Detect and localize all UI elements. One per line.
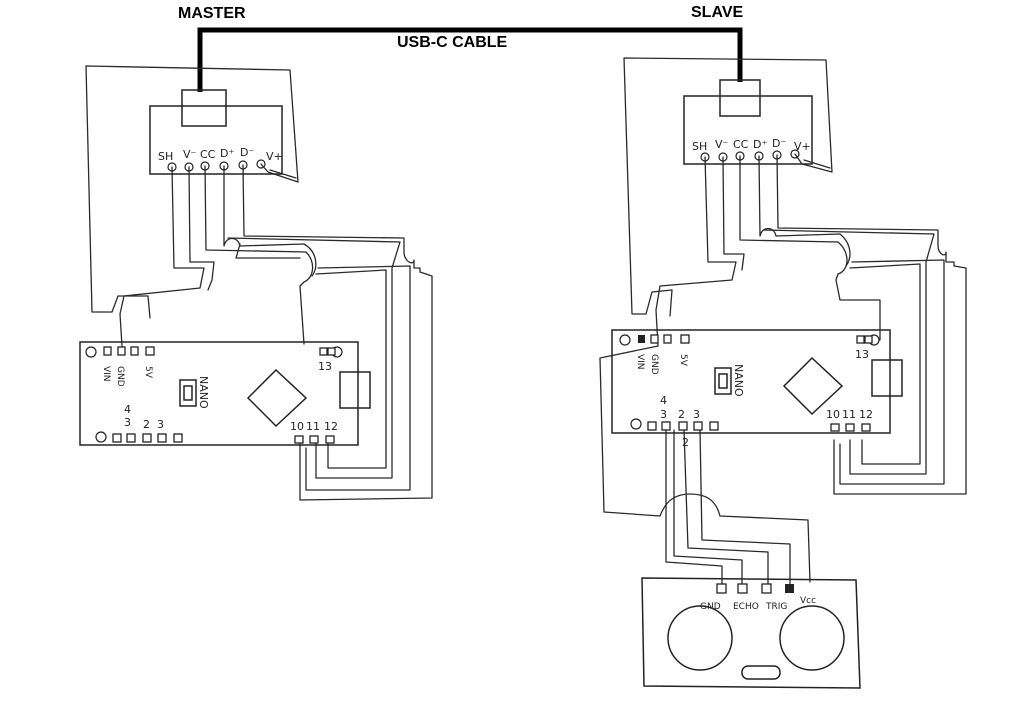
slave-usb-pin-vplus: V+ <box>794 140 811 153</box>
master-usb-breakout <box>149 105 283 175</box>
master-usb-pin-cc: CC <box>200 148 216 161</box>
sensor-board <box>641 577 861 689</box>
slave-ultrasonic-sensor: GND ECHO TRIG Vcc <box>641 577 861 689</box>
slave-wire-pin2 <box>683 429 769 587</box>
master-nano-pin-4: 4 <box>124 403 131 416</box>
master-usb-pin-labels: SH V⁻ CC D⁺ D⁻ V+ <box>158 146 283 163</box>
master-nano-pin-3a: 3 <box>124 416 131 429</box>
slave-usb-pin-vminus: V⁻ <box>715 138 729 151</box>
master-usb-pin-vminus: V⁻ <box>183 148 197 161</box>
slave-nano-pin-12: 12 <box>859 408 873 421</box>
slave-wire-cc <box>739 155 881 341</box>
master-nano-pin-11: 11 <box>306 420 320 433</box>
slave-wire-pin3 <box>665 429 723 587</box>
slave-nano-board <box>611 329 891 434</box>
slave-nano-crystal <box>714 367 732 395</box>
slave-nano-pin-4: 4 <box>660 394 667 407</box>
slave-usb-breakout <box>683 95 813 165</box>
master-nano-chip <box>246 368 308 428</box>
slave-nano-pin-3b: 3 <box>693 408 700 421</box>
slave-usb-pin-dplus: D⁺ <box>753 138 767 151</box>
slave-nano-pin-10: 10 <box>826 408 840 421</box>
master-nano-pin-3b: 3 <box>157 418 164 431</box>
master-nano-pin-12: 12 <box>324 420 338 433</box>
master-wire-vplus-loop <box>85 65 299 319</box>
slave-usb-pin-sh: SH <box>692 140 707 153</box>
slave-nano-pin-13: 13 <box>855 348 869 361</box>
sensor-pin-trig: TRIG <box>765 602 787 612</box>
master-nano-pin-gnd: GND <box>115 366 125 387</box>
slave-usb-pin-labels: SH V⁻ CC D⁺ D⁻ V+ <box>692 137 811 153</box>
slave-nano-pin-11: 11 <box>842 408 856 421</box>
master-usb-connector <box>181 89 227 127</box>
slave-nano-pin-2-extra: 2 <box>682 436 689 449</box>
sensor-transducer-left <box>667 605 733 671</box>
master-usb-pin-sh: SH <box>158 150 173 163</box>
slave-usb-pin-dminus: D⁻ <box>772 137 786 150</box>
slave-circuit: SH V⁻ CC D⁺ D⁻ V+ <box>599 57 967 689</box>
master-arduino-nano: VIN GND 5V 13 NANO 4 3 2 3 10 11 12 <box>79 341 371 446</box>
master-nano-usb-port <box>339 371 371 409</box>
slave-wire-vminus <box>722 156 745 271</box>
slave-usb-connector <box>719 79 761 117</box>
slave-usb-pin-holes <box>700 149 800 162</box>
slave-nano-usb-port <box>871 359 903 397</box>
slave-usb-pin-cc: CC <box>733 138 749 151</box>
master-wire-vminus <box>188 166 215 291</box>
slave-label: SLAVE <box>691 4 743 21</box>
master-usb-pin-dminus: D⁻ <box>240 146 254 159</box>
master-wire-dplus <box>223 165 317 277</box>
sensor-pin-vcc: Vcc <box>800 596 816 606</box>
master-usb-pin-holes <box>167 159 266 172</box>
sensor-crystal <box>741 665 781 680</box>
master-nano-pin-vin: VIN <box>101 366 111 382</box>
slave-wire-dplus <box>758 155 851 267</box>
master-nano-label: NANO <box>197 376 210 409</box>
usb-c-cable <box>197 27 743 92</box>
master-nano-pin-5v: 5V <box>143 366 153 379</box>
slave-nano-pin-5v: 5V <box>678 354 688 367</box>
master-wire-cc <box>204 165 314 345</box>
slave-nano-pin-2: 2 <box>678 408 685 421</box>
master-wire-sh <box>119 166 205 347</box>
sensor-transducer-right <box>779 605 845 671</box>
master-nano-crystal <box>179 379 197 407</box>
slave-nano-pin-vin: VIN <box>635 354 645 370</box>
slave-arduino-nano: VIN GND 5V 13 NANO 4 3 2 3 2 10 11 12 <box>611 329 903 449</box>
master-nano-pin-2: 2 <box>143 418 150 431</box>
cable-label: USB-C CABLE <box>397 34 508 51</box>
slave-wire-sh <box>655 156 737 347</box>
sensor-pin-echo: ECHO <box>733 602 759 612</box>
master-usb-pin-vplus: V+ <box>266 150 283 163</box>
slave-nano-chip <box>782 356 844 416</box>
slave-wire-dminus <box>776 154 967 495</box>
master-nano-pin-10: 10 <box>290 420 304 433</box>
master-nano-board <box>79 341 359 446</box>
master-label: MASTER <box>178 5 246 22</box>
master-wire-dminus <box>242 164 433 501</box>
slave-nano-label: NANO <box>732 364 745 397</box>
master-usb-pin-dplus: D⁺ <box>220 147 234 160</box>
slave-wire-gnd-to-sensor <box>599 345 811 583</box>
master-circuit: SH V⁻ CC D⁺ D⁻ V+ <box>79 65 433 501</box>
slave-wire-vplus-loop <box>623 57 833 317</box>
slave-nano-pin-3a: 3 <box>660 408 667 421</box>
slave-nano-pin-gnd: GND <box>649 354 659 375</box>
master-nano-pin-13: 13 <box>318 360 332 373</box>
